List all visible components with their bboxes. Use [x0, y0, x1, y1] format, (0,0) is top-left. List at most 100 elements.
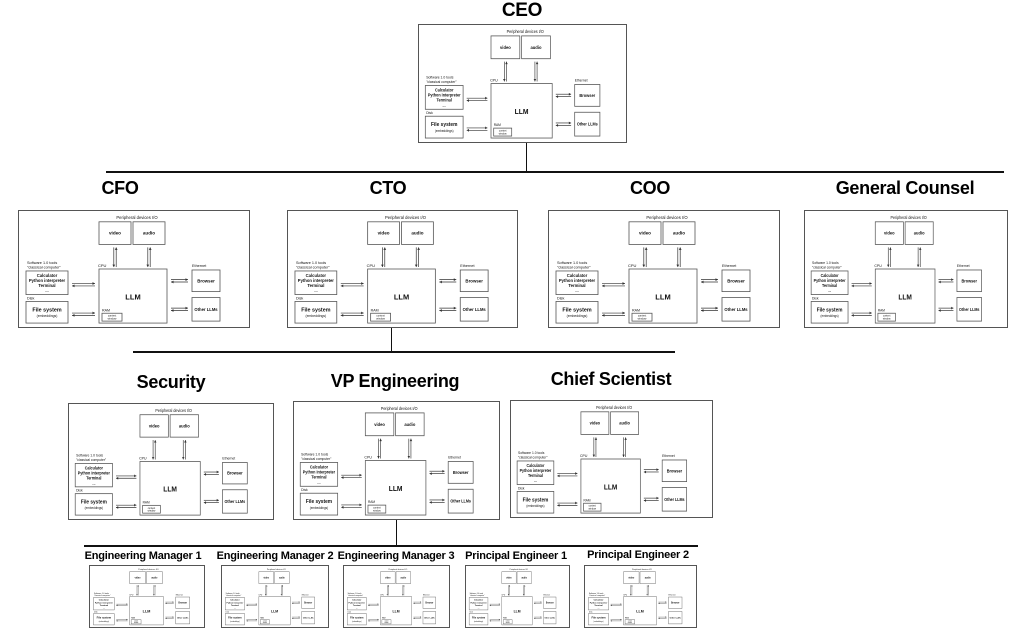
- llm-label: LLM: [163, 486, 177, 493]
- video-llm-arrow-head-down: [503, 79, 506, 82]
- context-label: context: [628, 620, 633, 623]
- video-box: [623, 571, 640, 584]
- ram-label: RAM: [382, 617, 386, 620]
- tool-label-3: ....: [314, 289, 318, 293]
- software-tools-label: Software 1.0 tools: [27, 261, 57, 265]
- tools-llm-arrow-head-left: [72, 284, 75, 288]
- other-llms-box: [668, 611, 683, 625]
- file-system-label: File system: [472, 616, 486, 620]
- tool-label-2: Terminal: [475, 604, 483, 607]
- level-1-connector-horizontal: [106, 171, 1004, 173]
- llm-browser-arrow-head-left: [292, 602, 294, 605]
- tool-label-3: ....: [534, 479, 537, 483]
- llm-other-llms-arrow-head-left: [171, 309, 174, 312]
- file-system-box: [468, 613, 489, 626]
- tools-llm-arrow-head-left: [116, 604, 118, 607]
- software-tools-label: Software 1.0 tools: [226, 592, 240, 595]
- disk-llm-arrow-head-right: [359, 503, 362, 507]
- browser-box: [668, 596, 683, 609]
- video-llm-arrow-head-up: [114, 247, 118, 250]
- llm-other-llms-arrow-head-left: [203, 501, 207, 504]
- software-tools-label: Software 1.0 tools: [296, 261, 326, 265]
- tools-llm-arrow-head-right: [126, 603, 128, 605]
- ethernet-label: Ethernet: [957, 264, 970, 268]
- llm-label: LLM: [125, 293, 140, 302]
- window-label: window: [385, 622, 389, 624]
- browser-label: Browser: [667, 468, 683, 473]
- llm-other-llms-arrow-head-right: [715, 306, 718, 310]
- audio-llm-arrow-head-up: [678, 247, 682, 250]
- llm-browser-arrow-head-right: [656, 468, 659, 471]
- context-label: context: [883, 315, 891, 318]
- software-tools-box: [347, 597, 367, 611]
- ram-label: RAM: [260, 617, 264, 620]
- audio-label: audio: [279, 577, 285, 579]
- embeddings-label: (embeddings): [474, 621, 484, 623]
- context-window-box: [502, 619, 513, 625]
- llm-label: LLM: [655, 293, 670, 302]
- embeddings-label: (embeddings): [820, 314, 838, 318]
- other-llms-box: [543, 611, 557, 625]
- disk-label: Disk: [27, 297, 34, 301]
- window-label: window: [628, 622, 632, 624]
- classical-computer-label: "classical computer": [301, 457, 332, 461]
- tool-label-2: Terminal: [594, 605, 603, 607]
- llm-browser-arrow-head-right: [715, 278, 718, 281]
- tool-label-3: ....: [575, 289, 579, 293]
- window-label: window: [134, 622, 138, 624]
- cpu-label: CPU: [367, 263, 376, 268]
- audio-label: audio: [530, 45, 541, 50]
- other-llms-box: [459, 297, 489, 322]
- ethernet-label: Ethernet: [423, 593, 430, 596]
- browser-box: [447, 461, 474, 484]
- llm-browser-arrow-head-right: [568, 92, 572, 96]
- software-tools-box: [588, 597, 609, 611]
- ceo-connector-vertical: [526, 143, 527, 172]
- disk-llm-arrow-head-right: [620, 618, 622, 621]
- llm-other-llms-arrow-head-right: [951, 306, 954, 310]
- audio-box: [132, 221, 166, 245]
- audio-llm-arrow-head-up: [417, 247, 421, 250]
- tool-label-3: ....: [317, 481, 320, 485]
- disk-llm-arrow-head-left: [246, 620, 248, 622]
- file-system-label: File system: [817, 307, 843, 313]
- tool-label-1: Python interpreter: [303, 469, 336, 474]
- llm-other-llms-arrow-head-right: [216, 498, 219, 502]
- tools-llm-arrow-head-right: [485, 96, 488, 100]
- disk-llm-arrow-head-right: [498, 618, 501, 621]
- file-system-box: [299, 492, 339, 516]
- llm-browser-arrow-head-right: [185, 278, 188, 281]
- llm-other-llms-arrow-head-right: [172, 616, 174, 618]
- video-box: [380, 571, 396, 584]
- software-tools-box: [424, 85, 464, 110]
- tool-label-1: Python interpreter: [520, 468, 552, 473]
- disk-llm-arrow-head-left: [557, 504, 560, 507]
- video-label: video: [378, 231, 390, 236]
- file-system-box: [347, 613, 367, 626]
- audio-label: audio: [179, 423, 190, 428]
- browser-label: Browser: [962, 278, 978, 283]
- llm-browser-arrow-head-right: [540, 601, 542, 603]
- context-label: context: [108, 314, 117, 318]
- embeddings-label: (embeddings): [594, 621, 604, 623]
- software-tools-label: Software 1.0 tools: [470, 592, 484, 595]
- context-label: context: [589, 505, 597, 508]
- llm-label: LLM: [393, 609, 400, 613]
- disk-llm-arrow-head-left: [602, 314, 605, 317]
- cpu-label: CPU: [380, 594, 384, 596]
- browser-box: [721, 269, 751, 293]
- browser-box: [175, 596, 190, 609]
- llm-other-llms-arrow-head-left: [165, 617, 167, 620]
- node-title-vp-engineering: VP Engineering: [330, 371, 460, 391]
- llm-box: [129, 596, 164, 626]
- tool-label-1: Python interpreter: [559, 278, 596, 283]
- context-window-box: [493, 127, 513, 137]
- file-system-label: File system: [431, 122, 458, 128]
- audio-box: [395, 571, 411, 584]
- window-label: window: [499, 132, 507, 135]
- audio-llm-arrow-head-down: [153, 594, 155, 596]
- llm-other-llms-arrow-head-right: [453, 306, 457, 310]
- llm-label: LLM: [514, 609, 521, 613]
